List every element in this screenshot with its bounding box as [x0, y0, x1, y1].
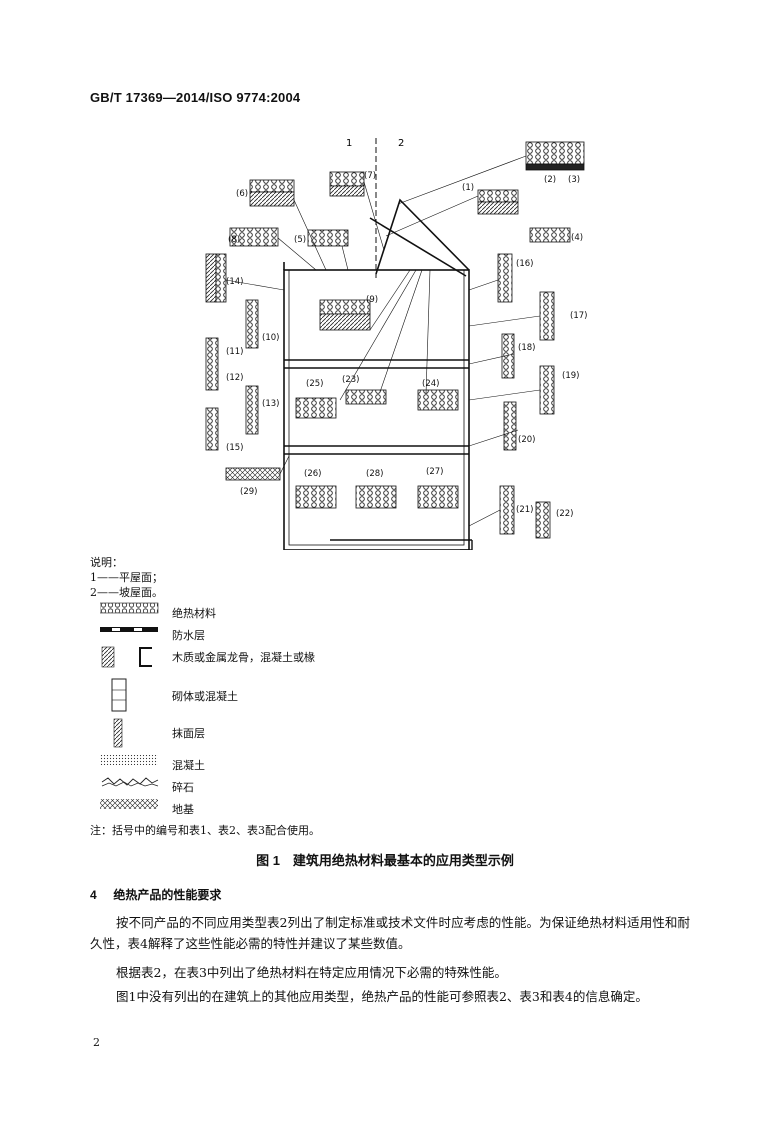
gravel-symbol: [101, 777, 159, 787]
section-number: 4: [90, 888, 97, 902]
callout-7: (7): [364, 171, 376, 181]
figure-legend: 说明： 1——平屋面； 2——坡屋面。: [90, 555, 163, 600]
paragraph-2: 根据表2，在表3中列出了绝热材料在特定应用情况下必需的特殊性能。: [116, 965, 507, 980]
callout-2: (2): [544, 175, 556, 185]
legend-item-render: 抹面层: [90, 718, 410, 748]
callout-17: (17): [570, 311, 587, 321]
callout-20: (20): [518, 435, 535, 445]
legend-label-masonry: 砌体或混凝土: [172, 690, 238, 703]
roof-detail-blocks: [229, 141, 585, 331]
legend-label-concrete: 混凝土: [172, 759, 205, 772]
figure-caption: 图 1 建筑用绝热材料最基本的应用类型示例: [256, 853, 514, 868]
legend-label-wood-metal: 木质或金属龙骨，混凝土或椽: [172, 651, 315, 664]
callout-27: (27): [426, 467, 443, 477]
callout-8: (8): [228, 235, 240, 245]
callout-5: (5): [294, 235, 306, 245]
legend-label-waterproof: 防水层: [172, 629, 205, 642]
standard-number: GB/T 17369—2014/ISO 9774:2004: [90, 90, 301, 105]
legend-line-1: 1——平屋面；: [90, 571, 163, 584]
callout-19: (19): [562, 371, 579, 381]
callout-6: (6): [236, 189, 248, 199]
callout-12: (12): [226, 373, 243, 383]
page-number: 2: [93, 1036, 100, 1049]
legend-title: 说明：: [90, 556, 123, 569]
legend-item-insulation: 绝热材料: [90, 602, 410, 622]
insulation-symbol: [100, 602, 159, 614]
callout-3: (3): [568, 175, 580, 185]
legend-item-wood-metal: 木质或金属龙骨，混凝土或椽: [90, 646, 410, 668]
callout-26: (26): [304, 469, 321, 479]
legend-item-gravel: 碎石: [90, 776, 410, 796]
legend-label-render: 抹面层: [172, 727, 205, 740]
callout-14: (14): [226, 277, 243, 287]
legend-line-2: 2——坡屋面。: [90, 586, 163, 599]
paragraph-1: 按不同产品的不同应用类型表2列出了制定标准或技术文件时应考虑的性能。为保证绝热材…: [90, 915, 690, 951]
waterproof-symbol: [100, 627, 158, 632]
callout-15: (15): [226, 443, 243, 453]
legend-label-insulation: 绝热材料: [172, 607, 216, 620]
section-heading: 4 绝热产品的性能要求: [90, 886, 221, 903]
subgrade-symbol: [100, 799, 158, 809]
section-title: 绝热产品的性能要求: [113, 888, 222, 902]
callout-25: (25): [306, 379, 323, 389]
legend-label-subgrade: 地基: [172, 803, 194, 816]
legend-item-subgrade: 地基: [90, 798, 410, 818]
floor-detail-blocks: [225, 389, 459, 509]
callout-24: (24): [422, 379, 439, 389]
legend-item-waterproof: 防水层: [90, 624, 410, 644]
callout-22: (22): [556, 509, 573, 519]
callout-16: (16): [516, 259, 533, 269]
callout-23: (23): [342, 375, 359, 385]
wall-detail-blocks: [205, 253, 555, 539]
callout-18: (18): [518, 343, 535, 353]
legend-item-concrete: 混凝土: [90, 754, 410, 774]
concrete-symbol: [100, 755, 158, 765]
callout-28: (28): [366, 469, 383, 479]
masonry-symbol: [111, 678, 127, 712]
zone-label-2: 2: [398, 138, 404, 149]
wood-metal-symbol: [101, 646, 152, 668]
callout-21: (21): [516, 505, 533, 515]
callout-10: (10): [262, 333, 279, 343]
callout-9: (9): [366, 295, 378, 305]
zone-label-1: 1: [346, 138, 352, 149]
figure-note: 注：括号中的编号和表1、表2、表3配合使用。: [90, 824, 320, 837]
render-symbol: [113, 718, 123, 748]
callout-11: (11): [226, 347, 243, 357]
building-section: [283, 198, 470, 550]
callout-4: (4): [571, 233, 583, 243]
callout-1: (1): [462, 183, 474, 193]
legend-item-masonry: 砌体或混凝土: [90, 678, 410, 712]
figure-building-diagram: 1 2: [205, 138, 587, 550]
callout-29: (29): [240, 487, 257, 497]
paragraph-3: 图1中没有列出的在建筑上的其他应用类型，绝热产品的性能可参照表2、表3和表4的信…: [116, 989, 648, 1004]
callout-13: (13): [262, 399, 279, 409]
legend-label-gravel: 碎石: [172, 781, 194, 794]
